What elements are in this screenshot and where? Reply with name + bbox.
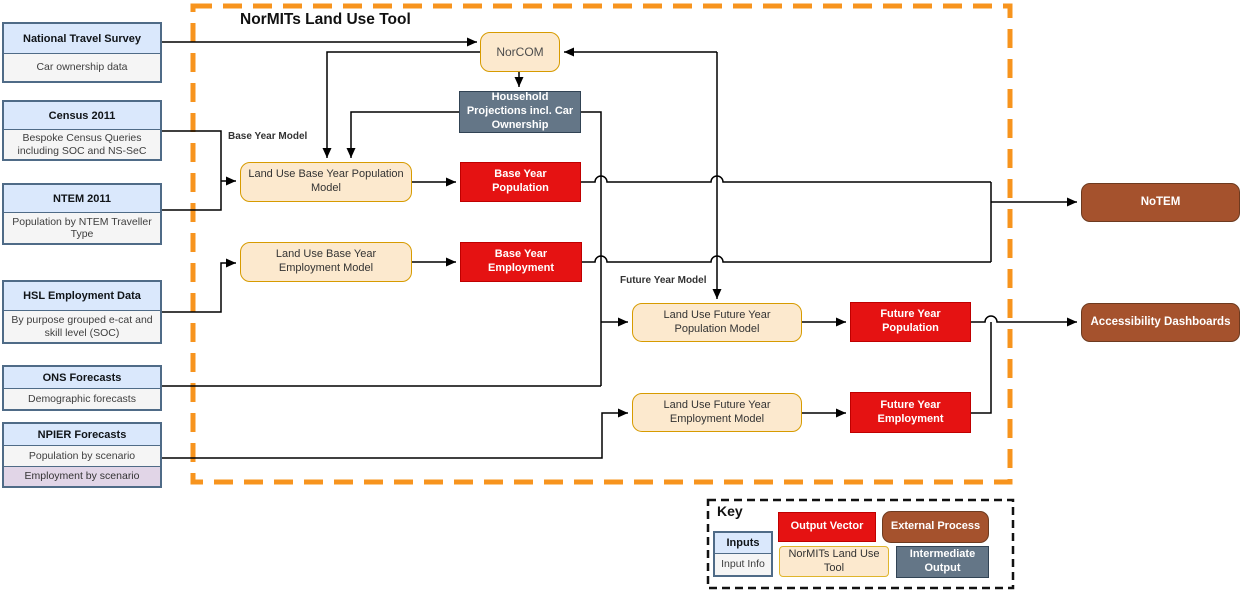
node-future-year-employment: Future Year Employment <box>850 392 971 433</box>
input-row: Population by NTEM Traveller Type <box>4 213 160 243</box>
input-header: Census 2011 <box>4 102 160 130</box>
node-norcom: NorCOM <box>480 32 560 72</box>
input-box-ntem-2011: NTEM 2011 Population by NTEM Traveller T… <box>2 183 162 245</box>
node-base-year-population: Base Year Population <box>460 162 581 202</box>
node-land-use-base-year-employment-model: Land Use Base Year Employment Model <box>240 242 412 282</box>
node-land-use-future-year-employment-model: Land Use Future Year Employment Model <box>632 393 802 432</box>
base-year-model-label: Base Year Model <box>228 131 308 142</box>
key-title: Key <box>717 503 743 519</box>
input-box-npier-forecasts: NPIER Forecasts Population by scenario E… <box>2 422 162 488</box>
input-header: NPIER Forecasts <box>4 424 160 446</box>
input-row: Population by scenario <box>4 446 160 466</box>
normits-tool-boundary <box>190 3 1013 485</box>
key-output-vector: Output Vector <box>778 512 876 542</box>
key-inputs-sample: Inputs Input Info <box>713 531 773 577</box>
input-header: NTEM 2011 <box>4 185 160 213</box>
node-notem: NoTEM <box>1081 183 1240 222</box>
key-intermediate-output: Intermediate Output <box>896 546 989 578</box>
input-header: National Travel Survey <box>4 24 160 54</box>
edge-norcom-to-basepopmodel <box>322 51 480 158</box>
input-box-census-2011: Census 2011 Bespoke Census Queries inclu… <box>2 100 162 161</box>
edge-household-drop <box>581 111 602 386</box>
node-future-year-population: Future Year Population <box>850 302 971 342</box>
input-box-ons-forecasts: ONS Forecasts Demographic forecasts <box>2 365 162 411</box>
input-row: By purpose grouped e-cat and skill level… <box>4 311 160 342</box>
edge-census-ntem-merge <box>162 130 222 211</box>
input-row: Car ownership data <box>4 54 160 81</box>
input-box-hsl-employment-data: HSL Employment Data By purpose grouped e… <box>2 280 162 344</box>
edge-futureemp-merge <box>971 322 992 414</box>
input-header: ONS Forecasts <box>4 367 160 389</box>
input-row: Demographic forecasts <box>4 389 160 409</box>
node-accessibility-dashboards: Accessibility Dashboards <box>1081 303 1240 342</box>
edge-to-accessibility <box>971 315 1077 327</box>
input-row-employment-by-scenario: Employment by scenario <box>4 466 160 486</box>
node-household-projections: Household Projections incl. Car Ownershi… <box>459 91 581 133</box>
edge-hsl-to-baseempmodel <box>162 258 236 313</box>
input-box-national-travel-survey: National Travel Survey Car ownership dat… <box>2 22 162 83</box>
edge-npier-to-futureempmodel <box>162 408 628 459</box>
edge-baseemp-out <box>582 255 991 263</box>
input-header: HSL Employment Data <box>4 282 160 311</box>
key-external-process: External Process <box>882 511 989 543</box>
page-title: NorMITs Land Use Tool <box>240 11 411 28</box>
key-inputs-body: Input Info <box>715 554 771 575</box>
node-land-use-future-year-population-model: Land Use Future Year Population Model <box>632 303 802 342</box>
key-normits-land-use-tool: NorMITs Land Use Tool <box>779 546 889 577</box>
future-year-model-label: Future Year Model <box>620 275 707 286</box>
key-inputs-header: Inputs <box>715 533 771 554</box>
node-land-use-base-year-population-model: Land Use Base Year Population Model <box>240 162 412 202</box>
node-base-year-employment: Base Year Employment <box>460 242 582 282</box>
edge-household-to-basepopmodel <box>346 111 459 158</box>
key-boundary <box>706 498 1015 590</box>
edge-basepop-out <box>581 175 991 183</box>
input-row: Bespoke Census Queries including SOC and… <box>4 130 160 159</box>
